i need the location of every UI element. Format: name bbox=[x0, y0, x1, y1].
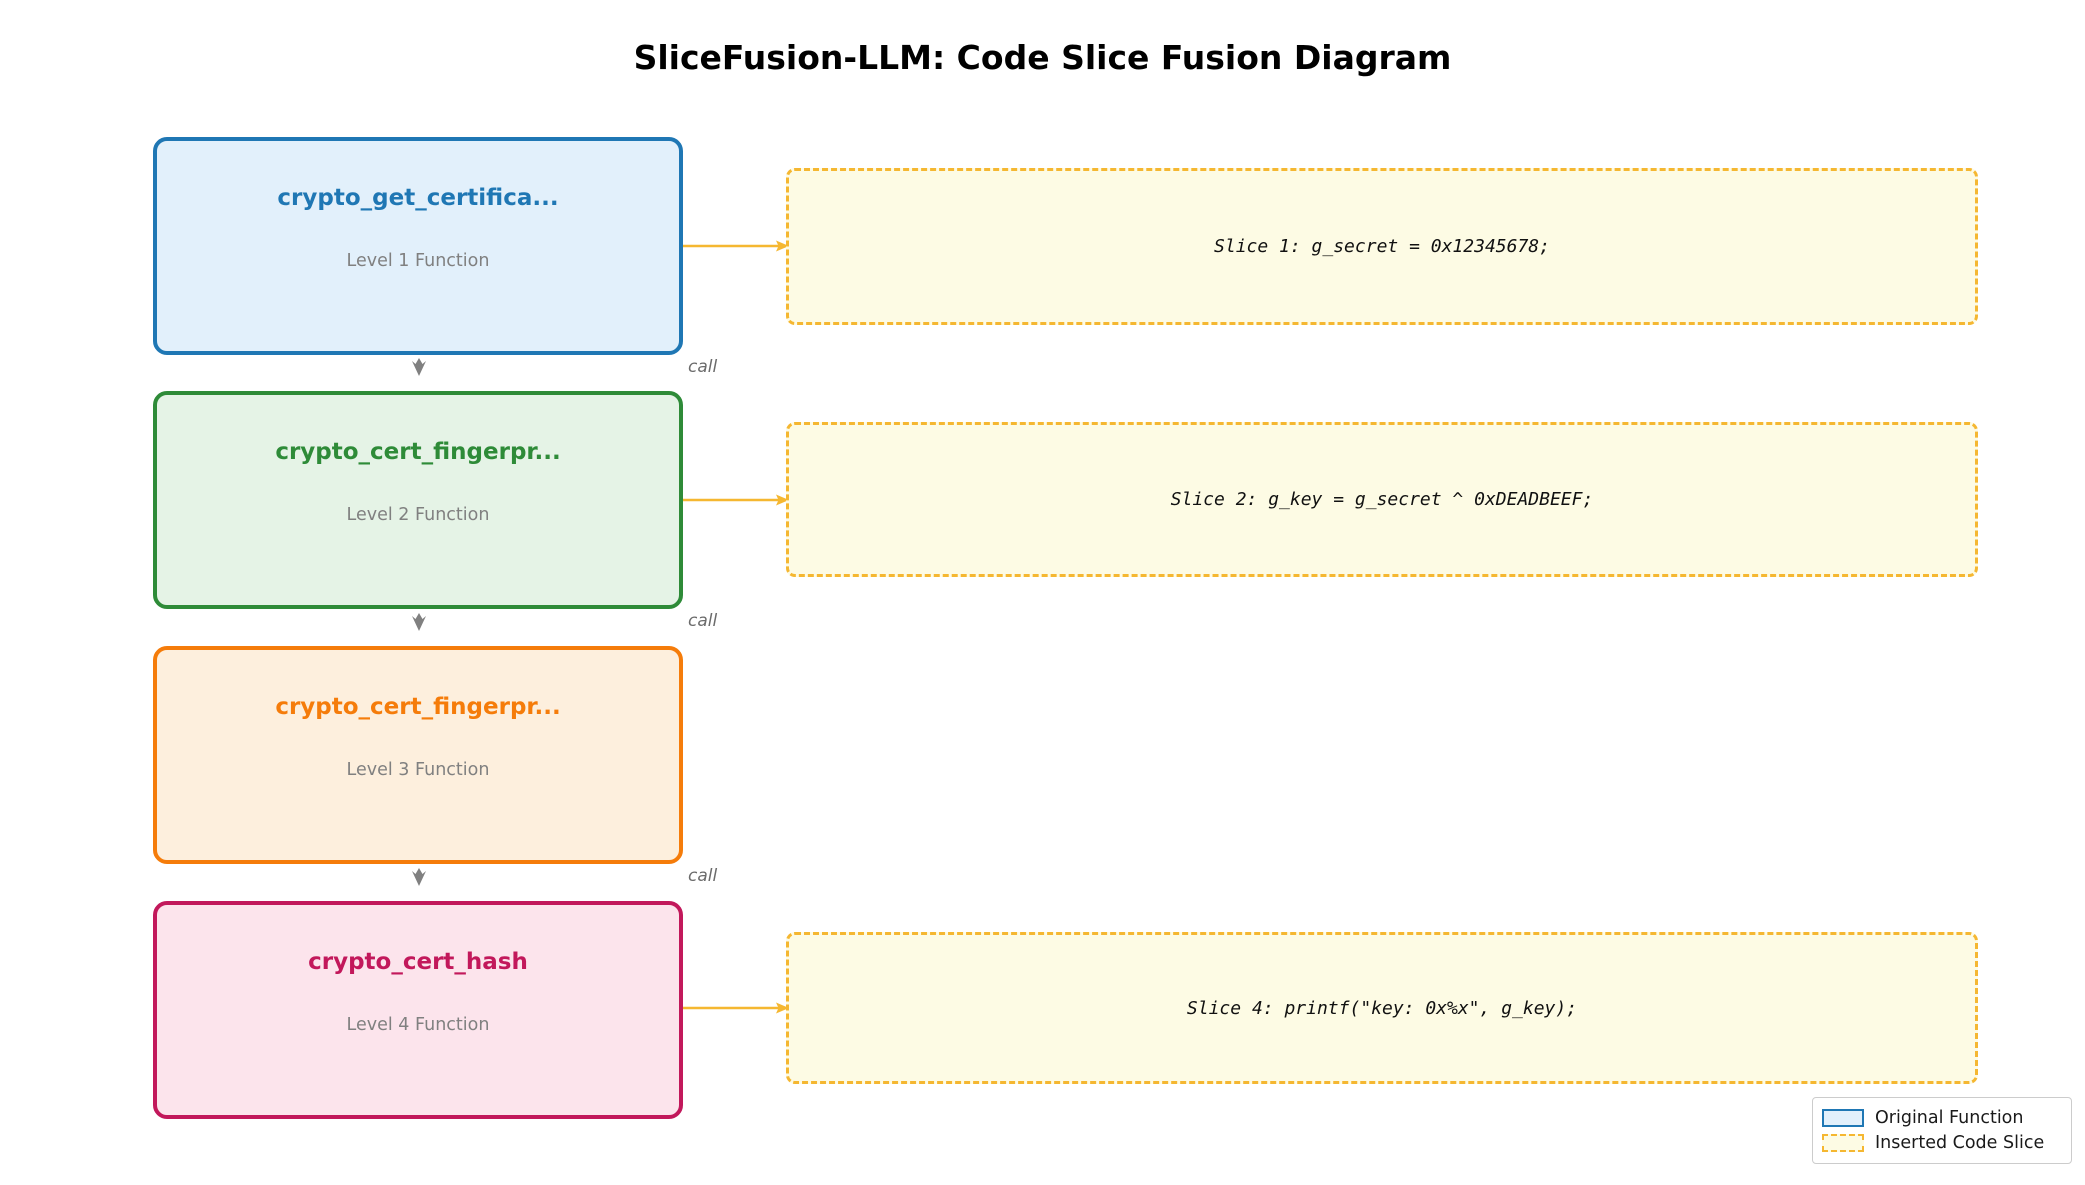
legend-label-original-function: Original Function bbox=[1875, 1107, 2024, 1128]
legend-item-original-function: Original Function bbox=[1822, 1105, 2062, 1130]
function-name-level-2: crypto_cert_fingerpr... bbox=[275, 439, 561, 465]
slice-link-arrow-right-icon bbox=[683, 239, 789, 253]
page-title: SliceFusion-LLM: Code Slice Fusion Diagr… bbox=[633, 38, 1452, 77]
slice-code-text-2: Slice 2: g_key = g_secret ^ 0xDEADBEEF; bbox=[1170, 489, 1594, 510]
function-name-level-3: crypto_cert_fingerpr... bbox=[275, 694, 561, 720]
call-edge-label-1: call bbox=[688, 357, 718, 377]
function-box-level-2[interactable]: crypto_cert_fingerpr... Level 2 Function bbox=[153, 391, 683, 609]
slice-link-arrow-right-icon bbox=[683, 493, 789, 507]
legend-label-inserted-code-slice: Inserted Code Slice bbox=[1875, 1132, 2045, 1153]
function-name-level-1: crypto_get_certifica... bbox=[277, 185, 559, 211]
slice-link-arrow-right-icon bbox=[683, 1001, 789, 1015]
inserted-code-slice-4[interactable]: Slice 4: printf("key: 0x%x", g_key); bbox=[786, 932, 1978, 1084]
call-edge-label-2: call bbox=[688, 611, 718, 631]
call-edge-label-3: call bbox=[688, 866, 718, 886]
legend: Original Function Inserted Code Slice bbox=[1812, 1097, 2072, 1164]
function-level-label-1: Level 1 Function bbox=[346, 251, 490, 271]
call-arrow-down-icon bbox=[411, 358, 427, 376]
function-box-level-4[interactable]: crypto_cert_hash Level 4 Function bbox=[153, 901, 683, 1119]
function-level-label-2: Level 2 Function bbox=[346, 505, 490, 525]
function-level-label-3: Level 3 Function bbox=[346, 760, 490, 780]
inserted-code-slice-2[interactable]: Slice 2: g_key = g_secret ^ 0xDEADBEEF; bbox=[786, 422, 1978, 577]
legend-swatch-original-function-icon bbox=[1822, 1108, 1864, 1127]
function-box-level-1[interactable]: crypto_get_certifica... Level 1 Function bbox=[153, 137, 683, 355]
function-level-label-4: Level 4 Function bbox=[346, 1015, 490, 1035]
legend-item-inserted-code-slice: Inserted Code Slice bbox=[1822, 1130, 2062, 1155]
call-arrow-down-icon bbox=[411, 868, 427, 886]
call-arrow-down-icon bbox=[411, 613, 427, 631]
legend-swatch-inserted-code-slice-icon bbox=[1822, 1133, 1864, 1152]
slice-code-text-4: Slice 4: printf("key: 0x%x", g_key); bbox=[1186, 997, 1578, 1019]
slice-code-text-1: Slice 1: g_secret = 0x12345678; bbox=[1214, 236, 1550, 257]
inserted-code-slice-1[interactable]: Slice 1: g_secret = 0x12345678; bbox=[786, 168, 1978, 325]
function-box-level-3[interactable]: crypto_cert_fingerpr... Level 3 Function bbox=[153, 646, 683, 864]
function-name-level-4: crypto_cert_hash bbox=[308, 949, 528, 975]
